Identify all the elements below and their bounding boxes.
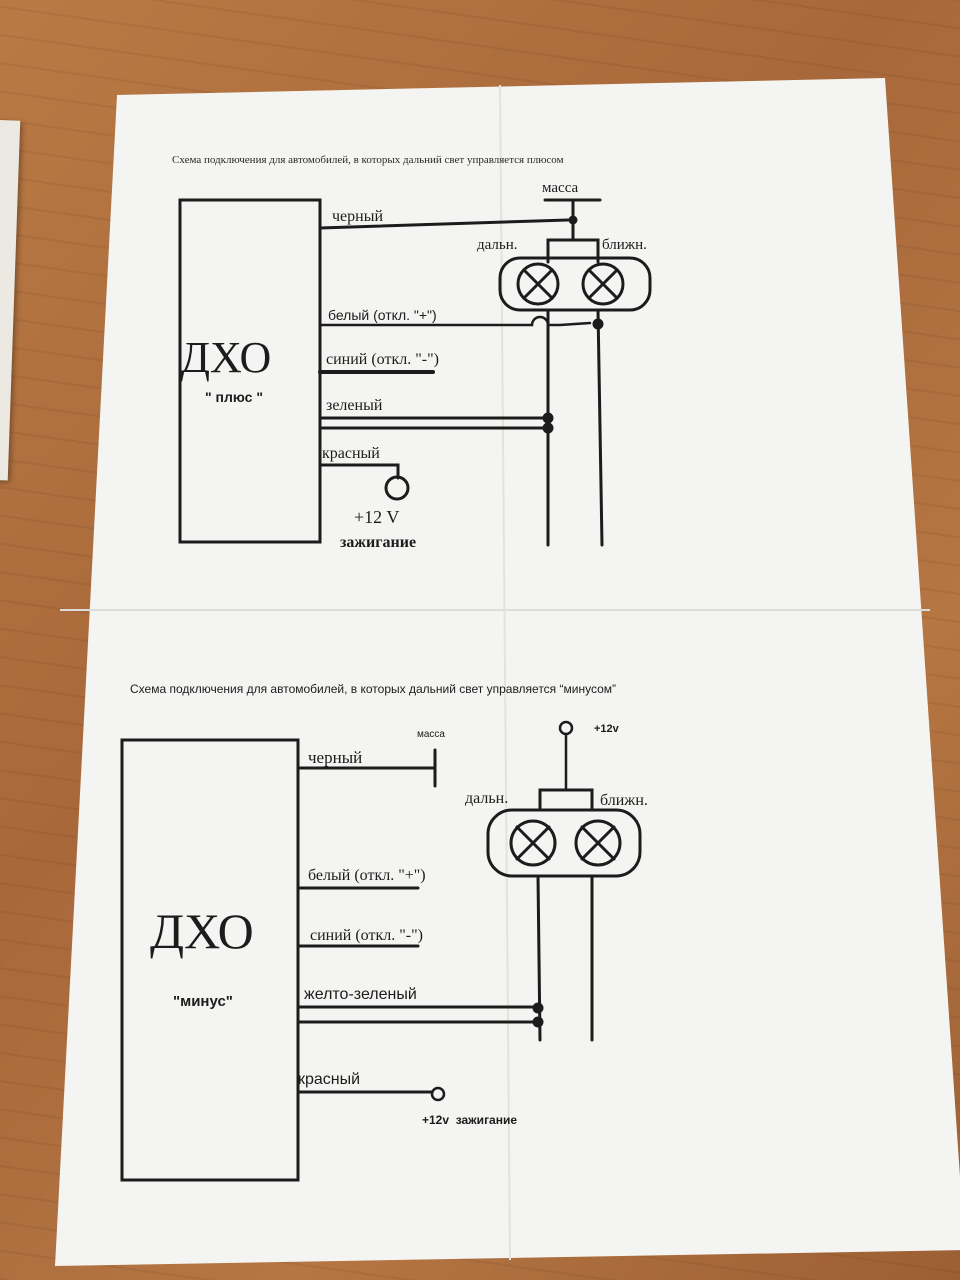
bottom-low-beam-label: ближн. — [600, 792, 648, 809]
top-label-green: зеленый — [326, 397, 383, 414]
bottom-module-type: "минус" — [173, 993, 233, 1010]
top-label-black: черный — [332, 208, 383, 225]
bottom-ground-label: масса — [417, 729, 445, 740]
top-wire-black — [318, 218, 570, 230]
bottom-plus12-label: +12v — [594, 723, 620, 735]
fold-line-vertical — [499, 84, 511, 1261]
top-wire-red — [318, 463, 400, 480]
bottom-junction-1 — [532, 1002, 544, 1014]
bottom-label-white: белый (откл. "+") — [308, 867, 426, 884]
bottom-label-yellow-green: желто-зеленый — [304, 986, 417, 1003]
top-label-white: белый (откл. "+") — [328, 307, 437, 323]
bottom-ignition-label: +12v зажигание — [422, 1113, 517, 1127]
bottom-label-blue: синий (откл. "-") — [310, 927, 423, 944]
bottom-junction-2 — [532, 1016, 544, 1028]
top-low-beam-wire — [596, 308, 604, 547]
top-label-red: красный — [322, 445, 380, 462]
bottom-plus12-split — [538, 788, 594, 812]
bottom-module-box — [120, 738, 300, 1182]
bottom-high-beam-label: дальн. — [465, 790, 508, 807]
top-power-label: +12 V — [354, 507, 399, 527]
top-green-junction-2 — [542, 422, 554, 434]
bottom-module-name: ДХО — [150, 903, 254, 959]
bottom-high-beam-bulb-icon — [509, 819, 557, 867]
top-label-blue: синий (откл. "-") — [326, 351, 439, 368]
bottom-high-beam-wire — [536, 874, 542, 1042]
bottom-ignition-terminal — [430, 1086, 446, 1102]
top-module-name: ДХО — [180, 333, 271, 382]
top-power-terminal — [384, 475, 410, 501]
top-module-type: " плюс " — [205, 389, 263, 405]
bottom-low-beam-bulb-icon — [574, 819, 622, 867]
bottom-label-black: черный — [308, 748, 362, 767]
bottom-label-red: красный — [298, 1071, 360, 1088]
top-diagram: Схема подключения для автомобилей, в кот… — [172, 154, 652, 551]
top-green-junction-1 — [542, 412, 554, 424]
top-ground-junction — [568, 215, 578, 225]
top-high-beam-bulb-icon — [516, 262, 560, 306]
top-ignition-label: зажигание — [340, 534, 416, 551]
bottom-diagram-title: Схема подключения для автомобилей, в кот… — [130, 682, 616, 696]
bottom-diagram: Схема подключения для автомобилей, в кот… — [120, 682, 648, 1182]
paper-sheet — [55, 78, 960, 1266]
top-ground-label: масса — [542, 180, 579, 196]
top-white-junction — [592, 318, 604, 330]
bottom-headlamp-housing — [486, 808, 642, 878]
top-diagram-title: Схема подключения для автомобилей, в кот… — [172, 154, 564, 166]
top-high-beam-label: дальн. — [477, 237, 518, 253]
top-headlamp-housing — [498, 256, 652, 312]
top-low-beam-label: ближн. — [602, 237, 647, 253]
top-low-beam-bulb-icon — [581, 262, 625, 306]
top-ground-split — [546, 238, 600, 264]
